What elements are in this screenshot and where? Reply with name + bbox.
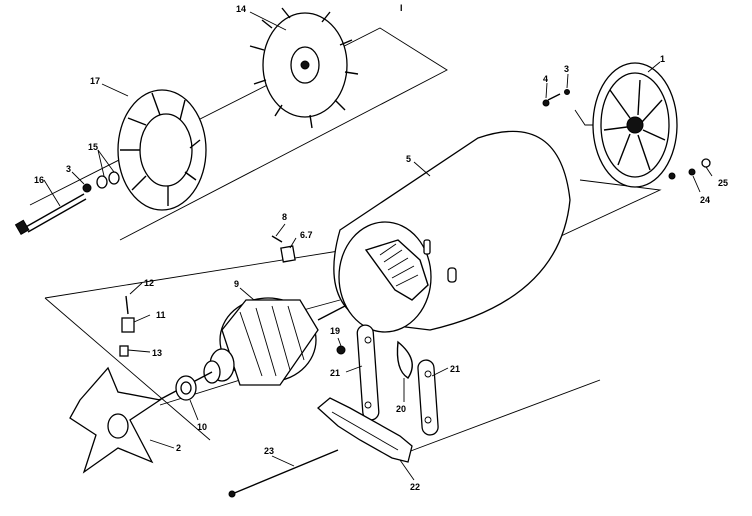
callout-15: 15 (88, 142, 98, 152)
callout-9: 9 (234, 279, 239, 289)
callout-16: 16 (34, 175, 44, 185)
callout-4: 4 (543, 74, 548, 84)
mounting-strap-right (417, 359, 439, 436)
callout-10: 10 (197, 422, 207, 432)
terminal-block (271, 235, 296, 263)
base-bracket (317, 397, 413, 463)
callout-11: 11 (156, 310, 166, 320)
fan-blade (249, 7, 359, 129)
actuator-spider (69, 366, 162, 474)
callout-12: 12 (144, 278, 154, 288)
end-bell-screw (542, 89, 570, 107)
small-nut (336, 345, 346, 355)
long-bolt (14, 193, 87, 236)
callout-2: 2 (176, 443, 181, 453)
part-callouts: I 14 17 15 3 16 5 1 3 4 24 25 8 6.7 9 12… (34, 3, 728, 492)
callout-20: 20 (396, 404, 406, 414)
callout-21-right: 21 (450, 364, 460, 374)
callout-24: 24 (700, 195, 710, 205)
fan-washers (82, 171, 120, 193)
guide-lines (29, 27, 662, 456)
callout-14: 14 (236, 4, 246, 14)
callout-19: 19 (330, 326, 340, 336)
end-bell (592, 62, 678, 188)
switch-assembly (119, 295, 135, 357)
callout-23: 23 (264, 446, 274, 456)
spring-clip (396, 340, 413, 379)
callout-25: 25 (718, 178, 728, 188)
rotor-assembly (139, 297, 346, 411)
callout-1: 1 (660, 54, 665, 64)
motor-housing (333, 130, 571, 333)
leader-lines (43, 11, 713, 481)
callout-6-7: 6.7 (300, 230, 313, 240)
callout-13: 13 (152, 348, 162, 358)
bearing (175, 375, 197, 401)
fan-guard (117, 89, 207, 211)
corner-mark-label: I (400, 3, 403, 13)
callout-3-left: 3 (66, 164, 71, 174)
mounting-strap-left (356, 324, 380, 421)
callout-17: 17 (90, 76, 100, 86)
nut-and-washer (688, 158, 711, 176)
callout-22: 22 (410, 482, 420, 492)
callout-5: 5 (406, 154, 411, 164)
callout-21-left: 21 (330, 368, 340, 378)
tie-rod (228, 449, 339, 498)
callout-3-right: 3 (564, 64, 569, 74)
callout-8: 8 (282, 212, 287, 222)
